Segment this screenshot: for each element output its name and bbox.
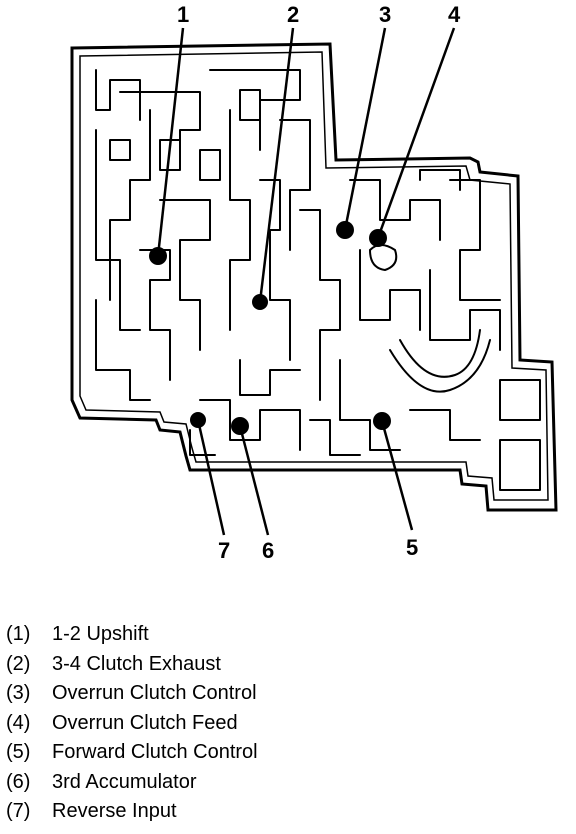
callout-number-2: 2 xyxy=(287,2,300,27)
leader-line-5 xyxy=(380,420,414,531)
legend-label: Forward Clutch Control xyxy=(52,741,258,764)
legend-label: 3-4 Clutch Exhaust xyxy=(52,652,221,675)
legend-item: (5) Forward Clutch Control xyxy=(6,738,566,768)
legend-label: Reverse Input xyxy=(52,800,177,823)
check-ball-1 xyxy=(149,247,167,265)
legend-item: (3) Overrun Clutch Control xyxy=(6,679,566,709)
callout-number-3: 3 xyxy=(379,2,392,27)
legend-item: (7) Reverse Input xyxy=(6,797,566,827)
leader-line-4 xyxy=(376,27,456,239)
legend-label: Overrun Clutch Feed xyxy=(52,711,238,734)
legend-number: (2) xyxy=(6,652,31,675)
legend-label: 1-2 Upshift xyxy=(52,623,149,646)
leader-lines xyxy=(156,27,456,536)
callout-number-5: 5 xyxy=(406,535,419,560)
legend-number: (6) xyxy=(6,770,31,793)
leader-line-2 xyxy=(258,27,295,303)
legend-item: (2) 3-4 Clutch Exhaust xyxy=(6,650,566,680)
callout-number-1: 1 xyxy=(177,2,190,27)
callout-number-6: 6 xyxy=(262,538,275,563)
legend-number: (4) xyxy=(6,711,31,734)
leader-line-1 xyxy=(156,27,185,257)
callout-number-7: 7 xyxy=(218,538,231,563)
leader-line-7 xyxy=(196,419,226,536)
valve-body-inner-outline xyxy=(79,51,549,501)
legend-label: Overrun Clutch Control xyxy=(52,682,257,705)
legend-item: (1) 1-2 Upshift xyxy=(6,620,566,650)
valve-body-drawing xyxy=(70,27,558,536)
callout-number-4: 4 xyxy=(448,2,461,27)
legend-number: (3) xyxy=(6,682,31,705)
legend-number: (5) xyxy=(6,741,31,764)
oil-passages xyxy=(95,69,541,491)
legend-item: (6) 3rd Accumulator xyxy=(6,768,566,798)
legend: (1) 1-2 Upshift (2) 3-4 Clutch Exhaust (… xyxy=(6,620,566,827)
legend-item: (4) Overrun Clutch Feed xyxy=(6,709,566,739)
legend-label: 3rd Accumulator xyxy=(52,770,197,793)
legend-number: (1) xyxy=(6,623,31,646)
valve-body-diagram: 1 2 3 4 5 6 7 xyxy=(70,2,558,563)
legend-number: (7) xyxy=(6,800,31,823)
leader-line-6 xyxy=(238,425,270,536)
valve-body-outline xyxy=(70,42,558,512)
leader-line-3 xyxy=(343,27,387,231)
